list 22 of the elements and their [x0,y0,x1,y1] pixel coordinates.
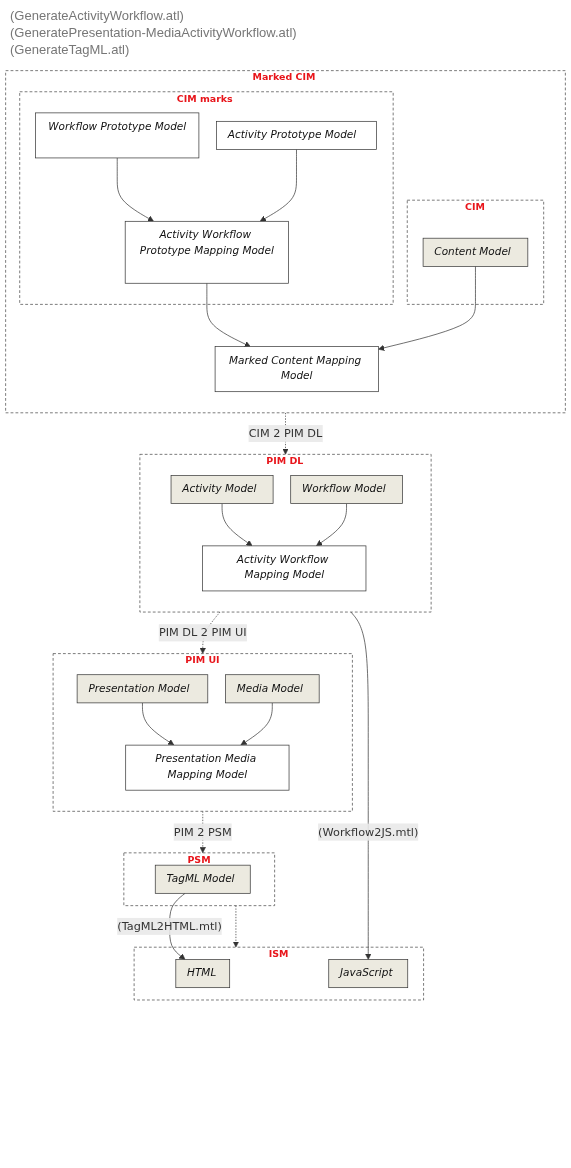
edge-label: CIM 2 PIM DL [248,426,323,440]
node-box: Activity Workflow Prototype Mapping Model [124,220,289,284]
edge-label: (TagML2HTML.mtl) [117,919,222,933]
node-box: Activity Prototype Model [216,120,377,150]
edge-label: PIM 2 PSM [173,825,232,839]
node-box: HTML [175,959,231,988]
edge-label: (Workflow2JS.mtl) [318,825,419,839]
node-box: Activity Workflow Mapping Model [202,545,367,592]
node-box: Presentation Model [76,674,209,704]
node-box: JavaScript [328,959,409,988]
node-box: Content Model [422,237,529,267]
node-box: Presentation Media Mapping Model [125,744,290,791]
node-box: Marked Content Mapping Model [214,346,379,393]
node-box: Media Model [225,674,320,704]
node-box: TagML Model [154,864,251,894]
node-box: Activity Model [170,475,274,504]
edge-label: PIM DL 2 PIM UI [158,625,247,640]
transformation-file-note: (GenerateTagML.atl) [10,42,131,57]
node-box: Workflow Prototype Model [35,112,200,159]
transformation-file-note: (GenerateActivityWorkflow.atl) [10,8,185,23]
node-box: Workflow Model [290,475,403,504]
transformation-file-note: (GeneratePresentation-MediaActivityWorkflow.atl) [10,25,298,40]
